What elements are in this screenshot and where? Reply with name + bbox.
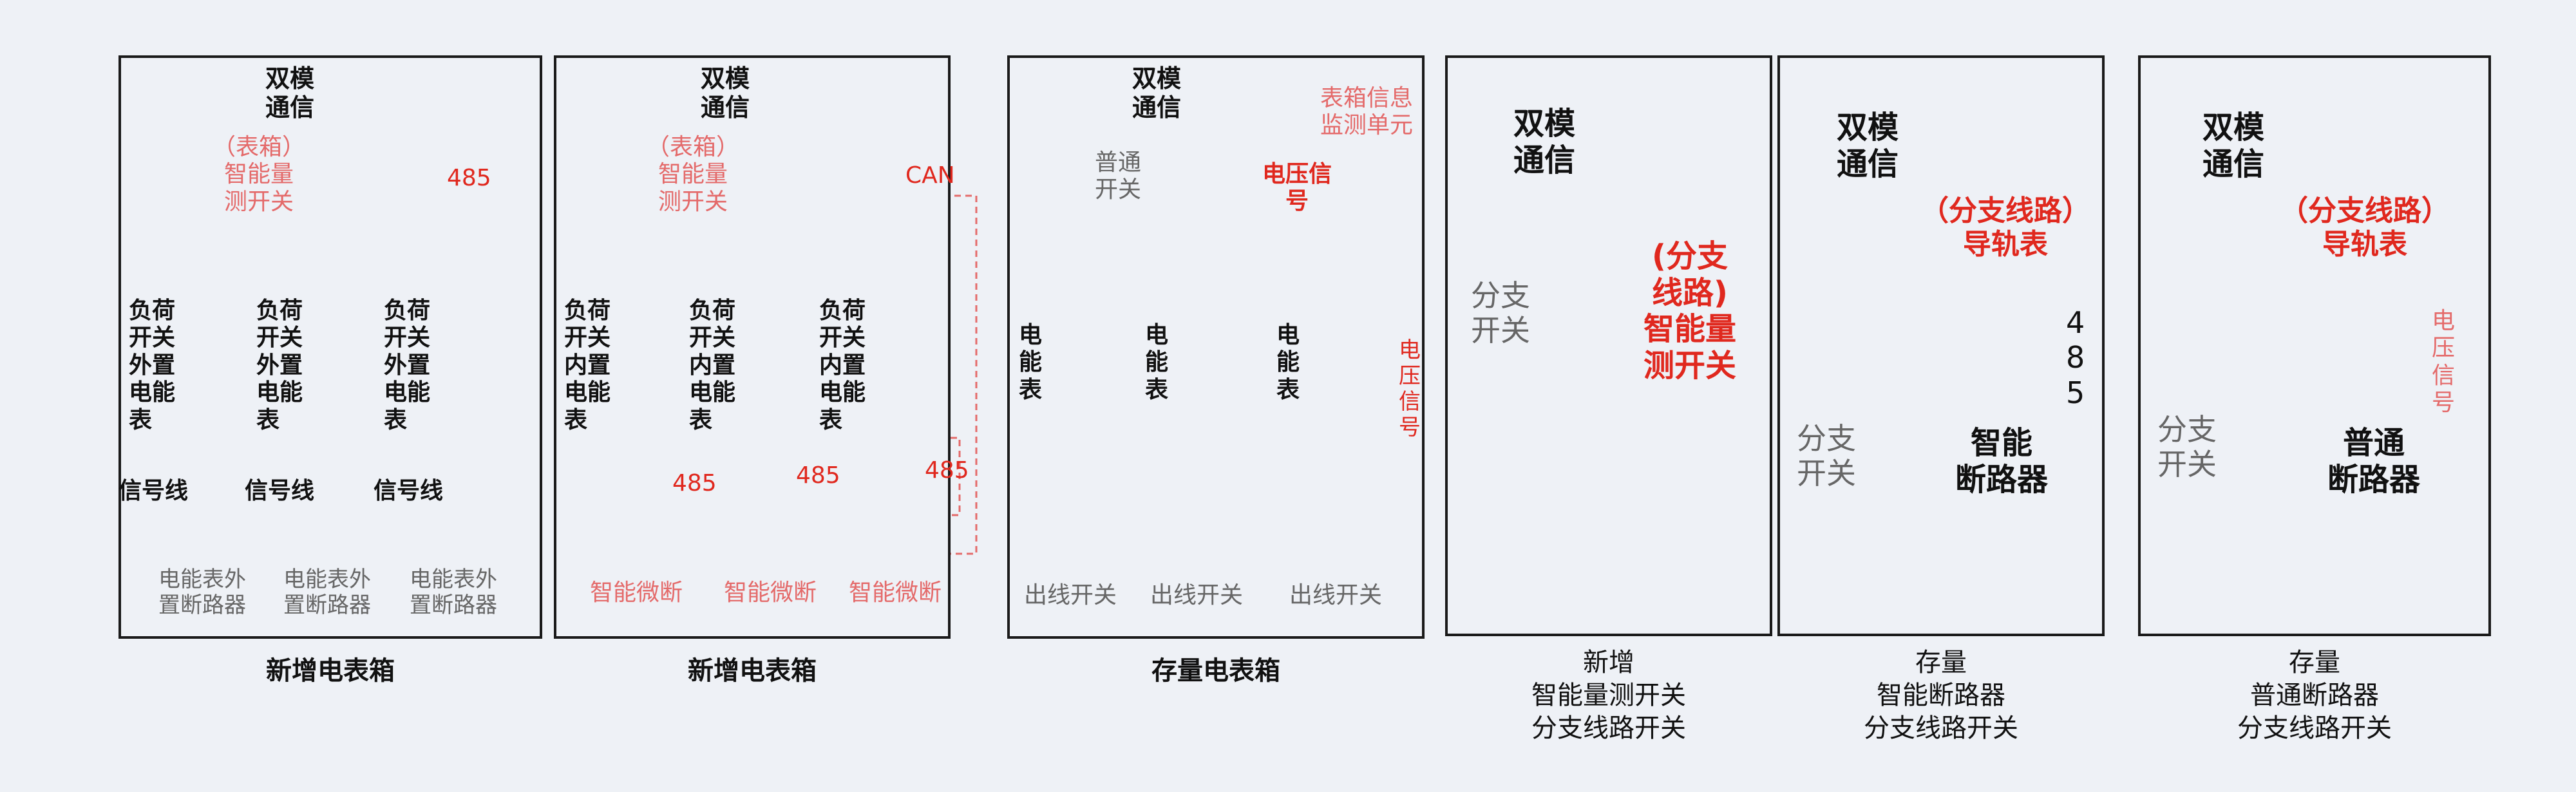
panel-existing-normal-breaker xyxy=(2138,55,2491,636)
panel2-rs485-label-3: 485 xyxy=(925,457,969,484)
panel5-branch-switch-label: 分支 开关 xyxy=(1797,421,1856,491)
panel6-caption: 存量 普通断路器 分支线路开关 xyxy=(2237,648,2392,744)
panel2-rs485-label-1: 485 xyxy=(672,470,717,496)
panel3-voltage-signal-vertical: 电 压 信 号 xyxy=(1399,337,1421,441)
panel6-branch-switch-label: 分支 开关 xyxy=(2157,412,2217,482)
panel4-smart-switch-label: (分支 线路) 智能量 测开关 xyxy=(1643,238,1737,384)
panel1-breaker-label-2: 电能表外 置断路器 xyxy=(283,567,371,619)
panel3-breaker-label-1: 出线开关 xyxy=(1024,582,1117,608)
panel2-load-label-2: 负荷 开关 内置 电能 表 xyxy=(689,297,736,433)
panel1-signal-line-2: 信号线 xyxy=(245,478,315,504)
panel3-breaker-label-3: 出线开关 xyxy=(1289,582,1383,608)
panel1-breaker-label-1: 电能表外 置断路器 xyxy=(158,567,246,619)
panel5-bus-label: 4 8 5 xyxy=(2066,305,2085,410)
panel2-meter-switch-label: （表箱） 智能量 测开关 xyxy=(647,134,740,215)
panel4-caption: 新增 智能量测开关 分支线路开关 xyxy=(1531,648,1686,744)
panel-new-smart-branch-switch xyxy=(1445,55,1772,636)
panel2-caption: 新增电表箱 xyxy=(688,656,817,686)
panel6-breaker-label: 普通 断路器 xyxy=(2327,425,2421,498)
panel3-breaker-label-2: 出线开关 xyxy=(1150,582,1244,608)
panel6-rail-meter-label: （分支线路） 导轨表 xyxy=(2280,194,2450,261)
panel3-voltage-signal-label: 电压信 号 xyxy=(1262,161,1332,215)
panel-existing-smart-breaker xyxy=(1777,55,2105,636)
panel4-branch-switch-label: 分支 开关 xyxy=(1471,278,1530,348)
panel1-meter-switch-label: （表箱） 智能量 测开关 xyxy=(213,134,306,215)
panel2-load-label-3: 负荷 开关 内置 电能 表 xyxy=(819,297,866,433)
panel2-load-label-1: 负荷 开关 内置 电能 表 xyxy=(564,297,611,433)
panel1-load-label-1: 负荷 开关 外置 电能 表 xyxy=(129,297,176,433)
panel1-caption: 新增电表箱 xyxy=(266,656,395,686)
panel-new-meter-box-external xyxy=(118,55,542,639)
panel5-breaker-label: 智能 断路器 xyxy=(1955,425,2049,498)
panel1-signal-line-3: 信号线 xyxy=(374,478,444,504)
panel-new-meter-box-builtin xyxy=(554,55,951,639)
panel6-voltage-signal-label: 电 压 信 号 xyxy=(2432,308,2456,417)
panel5-comm-label: 双模 通信 xyxy=(1837,109,1899,182)
panel1-load-label-2: 负荷 开关 外置 电能 表 xyxy=(256,297,303,433)
panel2-rs485-label-2: 485 xyxy=(796,462,840,489)
panel1-breaker-label-3: 电能表外 置断路器 xyxy=(410,567,497,619)
panel1-signal-line-1: 信号线 xyxy=(118,478,189,504)
panel2-breaker-label-3: 智能微断 xyxy=(849,580,942,606)
panel4-comm-label: 双模 通信 xyxy=(1513,106,1576,178)
panel3-monitor-label: 表箱信息 监测单元 xyxy=(1320,85,1414,139)
panel3-comm-label: 双模 通信 xyxy=(1132,64,1182,122)
panel5-rail-meter-label: （分支线路） 导轨表 xyxy=(1920,194,2090,261)
panel2-breaker-label-2: 智能微断 xyxy=(724,580,817,606)
panel3-meter-label-3: 电 能 表 xyxy=(1276,322,1300,403)
panel3-meter-label-2: 电 能 表 xyxy=(1145,322,1169,403)
panel3-meter-label-1: 电 能 表 xyxy=(1019,322,1043,403)
panel2-comm-label: 双模 通信 xyxy=(701,64,750,122)
panel1-load-label-3: 负荷 开关 外置 电能 表 xyxy=(384,297,431,433)
panel1-comm-label: 双模 通信 xyxy=(265,64,315,122)
panel5-caption: 存量 智能断路器 分支线路开关 xyxy=(1864,648,2018,744)
panel3-normal-switch-label: 普通 开关 xyxy=(1095,149,1142,203)
panel1-bus-label: 485 xyxy=(447,165,491,191)
panel2-breaker-label-1: 智能微断 xyxy=(590,580,683,606)
panel6-comm-label: 双模 通信 xyxy=(2202,109,2265,182)
panel-existing-meter-box xyxy=(1007,55,1425,639)
panel3-caption: 存量电表箱 xyxy=(1151,656,1280,686)
panel2-bus-label: CAN xyxy=(905,162,955,189)
